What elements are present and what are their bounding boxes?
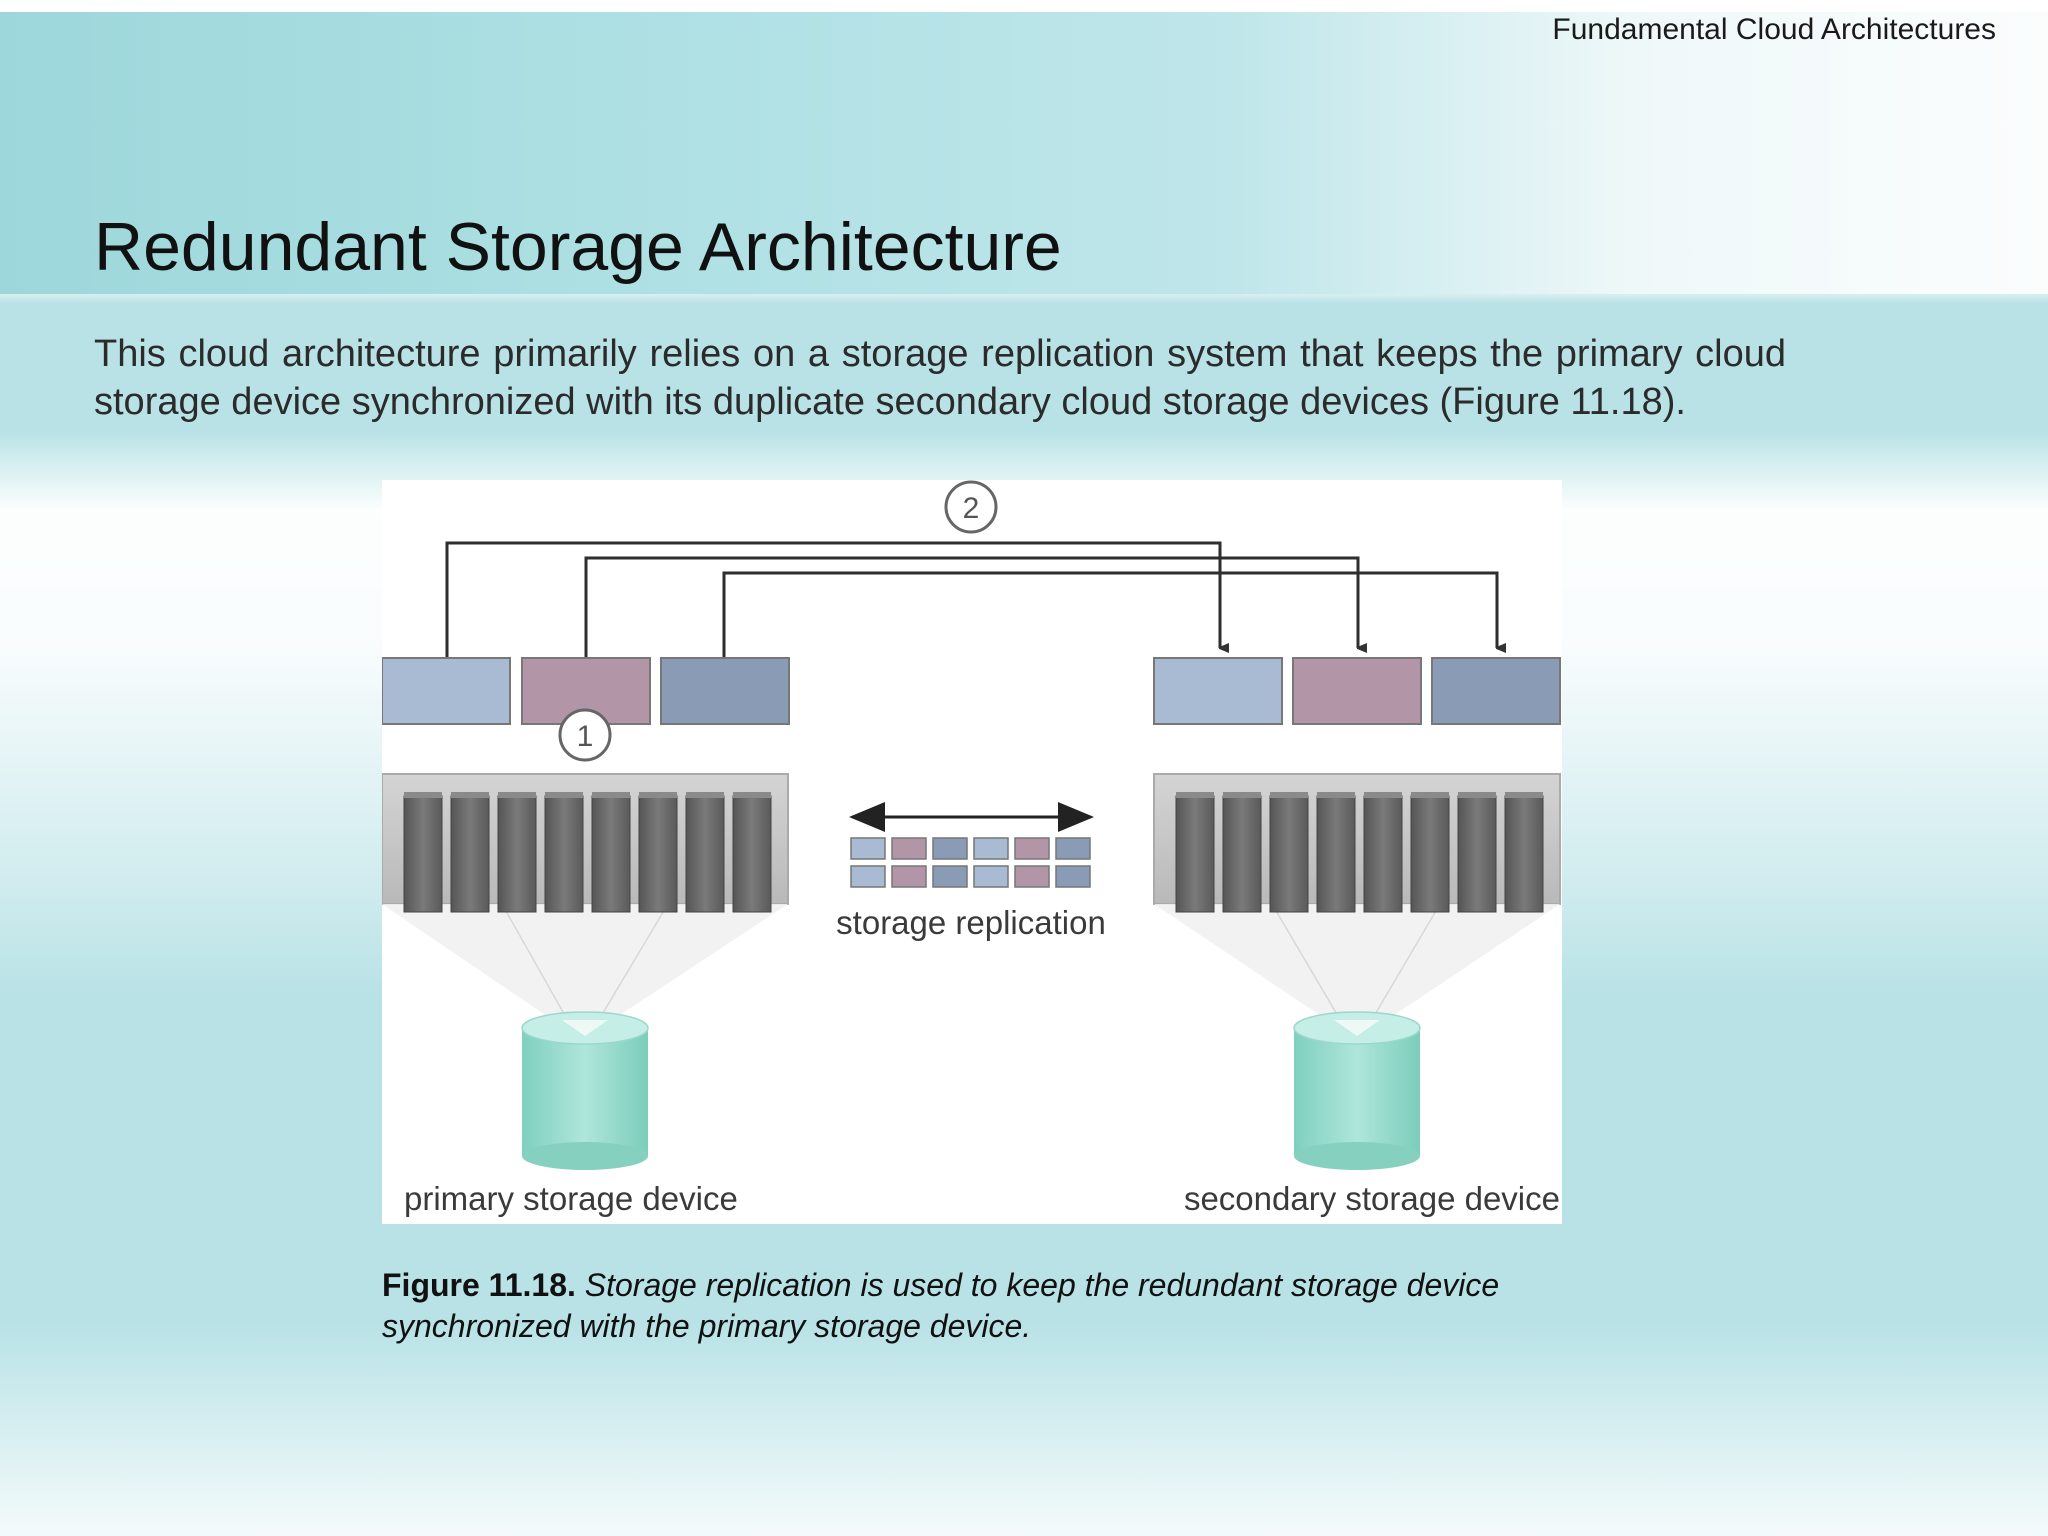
section-header: Fundamental Cloud Architectures <box>1552 13 1996 46</box>
connector-blue <box>445 541 1220 658</box>
top-white-strip <box>0 0 2048 12</box>
primary-storage-cylinder <box>521 1011 649 1170</box>
primary-data-blocks <box>382 657 790 725</box>
replication-block-grid <box>850 837 1091 888</box>
header-band <box>0 12 2048 294</box>
slide-body-text: This cloud architecture primarily relies… <box>94 333 1786 423</box>
storage-replication-graphic: storage replication <box>836 802 1106 941</box>
replication-connectors <box>445 541 1497 658</box>
step-2-marker: 2 <box>944 480 998 534</box>
secondary-block-slate <box>1431 657 1561 725</box>
connector-slate <box>722 571 1497 658</box>
secondary-block-blue <box>1153 657 1283 725</box>
svg-text:2: 2 <box>963 492 980 525</box>
primary-storage-label: primary storage device <box>404 1180 738 1217</box>
header-band-edge <box>0 294 2048 304</box>
secondary-disks <box>1175 795 1544 913</box>
caption-text: Storage replication is used to keep the … <box>382 1267 1500 1344</box>
primary-storage-rack <box>382 773 789 1040</box>
figure-caption: Figure 11.18. Storage replication is use… <box>382 1265 1622 1347</box>
redundant-storage-figure: 2 1 <box>382 480 1562 1224</box>
primary-block-slate <box>660 657 790 725</box>
slide-title: Redundant Storage Architecture <box>94 209 1062 285</box>
secondary-storage-label: secondary storage device <box>1184 1180 1560 1217</box>
connector-mauve <box>584 556 1358 658</box>
secondary-storage-rack <box>1153 773 1561 1040</box>
secondary-data-blocks <box>1153 657 1561 725</box>
primary-block-blue <box>382 657 511 725</box>
figure-diagram: 2 1 <box>382 480 1562 1224</box>
secondary-block-mauve <box>1292 657 1422 725</box>
storage-replication-label: storage replication <box>836 904 1106 941</box>
step-1-marker: 1 <box>558 708 612 762</box>
caption-label: Figure 11.18. <box>382 1267 576 1303</box>
svg-text:1: 1 <box>577 720 594 753</box>
secondary-storage-cylinder <box>1293 1011 1421 1170</box>
